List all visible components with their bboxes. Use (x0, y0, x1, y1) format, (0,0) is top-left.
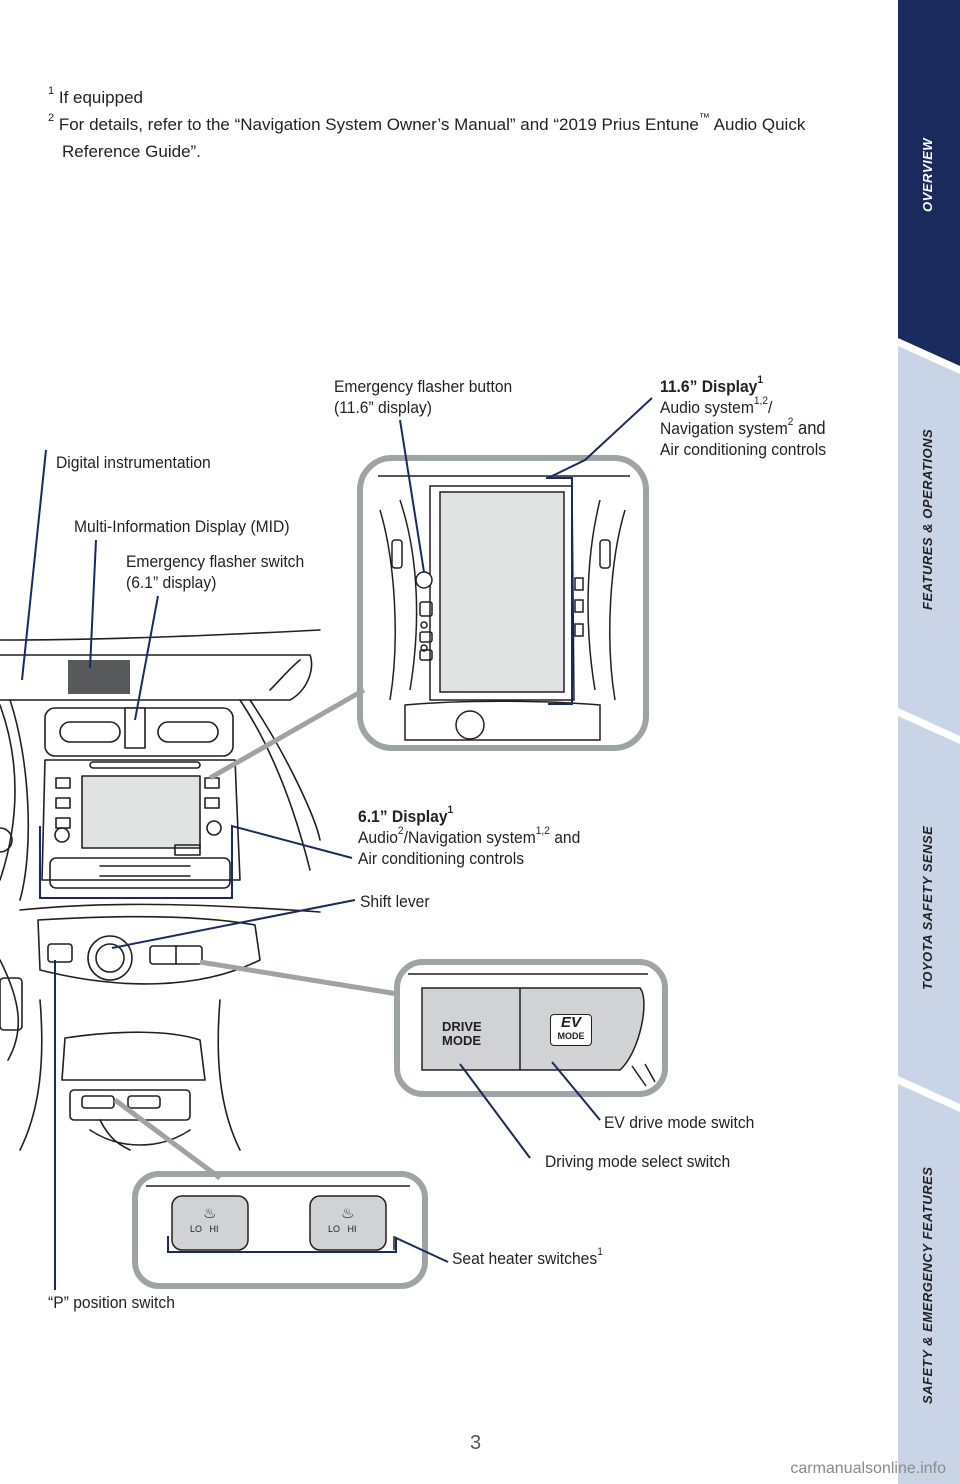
label-p-position-switch: “P” position switch (48, 1293, 175, 1312)
seat-hi-right: HI (347, 1224, 357, 1234)
drive-mode-l2: MODE (442, 1033, 481, 1048)
display-116-title: 11.6” Display (660, 377, 758, 396)
seat-heater-right (309, 1195, 387, 1251)
left-vent (59, 721, 121, 743)
dash-top-line (0, 629, 321, 641)
emergency-switch-l1: Emergency flasher switch (126, 552, 305, 571)
footnote-2-text: For details, refer to the “Navigation Sy… (54, 115, 699, 134)
tab-safety-shape (898, 1084, 960, 1484)
label-ev-drive-mode-switch: EV drive mode switch (604, 1113, 755, 1132)
shift-lever-knob (87, 935, 133, 981)
display-61-l3: Air conditioning controls (358, 849, 525, 868)
emergency-switch-61 (124, 707, 146, 749)
tab-shapes (898, 0, 960, 1484)
footnotes: 1 If equipped 2 For details, refer to th… (48, 84, 868, 165)
seat-heat-icon-right: ♨ (341, 1205, 355, 1222)
display-116-l3sup: 2 (787, 416, 794, 429)
display-61-sup: 1 (447, 804, 454, 817)
tab-overview[interactable]: OVERVIEW (920, 137, 935, 212)
display-61-l2sup2: 1,2 (535, 825, 550, 838)
seat-heater-right-legend: LO HI (328, 1224, 357, 1234)
instrument-panel-outline (0, 654, 313, 701)
seat-heat-icon-left: ♨ (203, 1205, 217, 1222)
seat-heater-panel-small (69, 1089, 191, 1121)
tab-safety-emergency[interactable]: SAFETY & EMERGENCY FEATURES (920, 1166, 935, 1404)
display-116-screen (439, 491, 565, 693)
seat-heater-left (171, 1195, 249, 1251)
emergency-button-l2: (11.6” display) (334, 398, 432, 417)
label-mid: Multi-Information Display (MID) (74, 517, 290, 536)
p-position-button (47, 943, 73, 963)
label-display-116: 11.6” Display1 Audio system1,2/ Navigati… (660, 374, 827, 460)
footnote-1-text: If equipped (54, 88, 143, 107)
display-116-l2b: / (767, 398, 773, 417)
label-emergency-flasher-switch: Emergency flasher switch (6.1” display) (126, 551, 304, 593)
tab-features-shape (898, 346, 960, 736)
display-61-l2c: and (549, 828, 581, 847)
emergency-switch-l2: (6.1” display) (126, 573, 217, 592)
label-display-61: 6.1” Display1 Audio2/Navigation system1,… (358, 804, 581, 869)
ev-mode-button-label: EV MODE (550, 1014, 592, 1046)
display-61-title: 6.1” Display (358, 807, 448, 826)
display-116-l3b: and (793, 418, 826, 438)
footnote-1: 1 If equipped (48, 84, 868, 111)
label-shift-lever: Shift lever (360, 892, 430, 911)
drive-mode-l1: DRIVE (442, 1019, 482, 1034)
watermark: carmanualsonline.info (790, 1460, 946, 1477)
display-116-l4: Air conditioning controls (660, 440, 827, 459)
display-61-l2sup1: 2 (398, 825, 404, 838)
emergency-button-l1: Emergency flasher button (334, 377, 513, 396)
label-driving-mode-select: Driving mode select switch (545, 1152, 731, 1171)
label-digital-instrumentation: Digital instrumentation (56, 453, 211, 472)
footnote-2: 2 For details, refer to the “Navigation … (48, 111, 868, 138)
mid-display (68, 660, 130, 694)
display-61-l2b: /Navigation system (403, 828, 536, 847)
display-116-l3a: Navigation system (660, 419, 788, 438)
seat-heater-left-legend: LO HI (190, 1224, 219, 1234)
seat-heater-sup: 1 (597, 1246, 603, 1259)
page-number: 3 (470, 1432, 482, 1454)
head-unit-frame (41, 759, 241, 881)
display-116-l2sup: 1,2 (753, 395, 768, 408)
emergency-button-116 (415, 571, 433, 589)
label-seat-heater-switches: Seat heater switches1 (452, 1246, 603, 1269)
leader-lines (21, 397, 653, 1290)
tab-features-operations[interactable]: FEATURES & OPERATIONS (920, 428, 935, 610)
console-shift-area (37, 915, 261, 985)
trademark-mark: ™ (698, 112, 710, 125)
tab-overview-shape (898, 0, 960, 366)
drive-mode-button-label: DRIVE MODE (442, 1020, 482, 1048)
ev-logo-text: EV (560, 1014, 581, 1031)
display-116-l2a: Audio system (660, 398, 754, 417)
tab-toyota-safety-sense[interactable]: TOYOTA SAFETY SENSE (920, 825, 935, 990)
seat-lo-left: LO (190, 1224, 203, 1234)
ev-mode-text: MODE (557, 1031, 585, 1041)
seat-heater-text: Seat heater switches (452, 1249, 598, 1268)
footnote-2-text-b: Audio Quick (709, 115, 806, 134)
footnote-2-cont: Reference Guide”. (62, 142, 201, 161)
label-emergency-flasher-button: Emergency flasher button (11.6” display) (334, 376, 512, 418)
footnote-2-mark: 2 (48, 112, 55, 125)
seat-lo-right: LO (328, 1224, 341, 1234)
seat-hi-left: HI (209, 1224, 219, 1234)
mode-switch-housing (421, 987, 645, 1071)
section-tabs: OVERVIEW FEATURES & OPERATIONS TOYOTA SA… (896, 0, 960, 1484)
right-vent (157, 721, 219, 743)
display-116-sup: 1 (757, 374, 764, 387)
footnote-1-mark: 1 (48, 85, 55, 98)
tab-tss-shape (898, 716, 960, 1104)
display-61-screen (81, 775, 201, 849)
display-61-l2a: Audio (358, 828, 399, 847)
